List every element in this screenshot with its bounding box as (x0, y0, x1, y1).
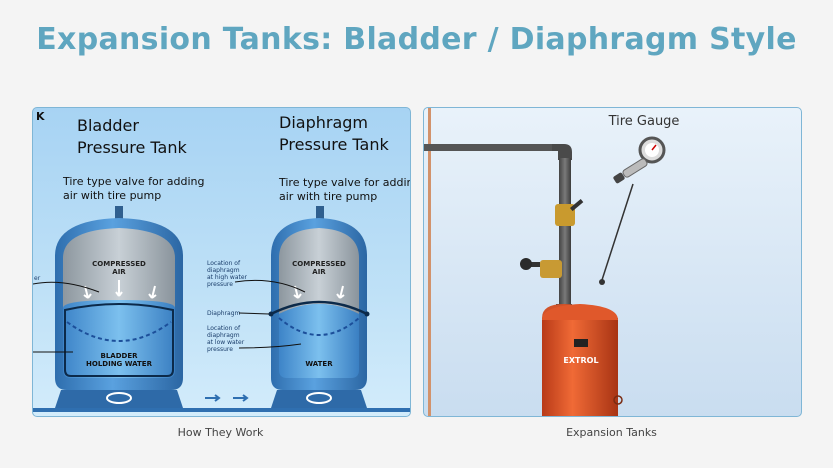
diaphragm-annotations: Location of diaphragm at high water pres… (207, 260, 306, 353)
bladder-title-line2: Pressure Tank (77, 138, 187, 157)
annotation-low-3: at low water (207, 339, 245, 346)
expansion-tank-image: EXTROL Tire Gauge (423, 107, 802, 417)
bladder-title-line1: Bladder (77, 116, 139, 135)
bladder-outline (64, 303, 174, 377)
bladder-low-line (66, 321, 172, 342)
corner-mark: K (36, 110, 45, 123)
bladder-air-label-2: AIR (112, 268, 126, 276)
annotation-low-2: diaphragm (207, 332, 240, 339)
annotation-high-2: diaphragm (207, 267, 240, 274)
expansion-tanks-caption: Expansion Tanks (566, 426, 657, 439)
diaphragm-water-label: WATER (305, 360, 333, 368)
how-they-work-image: K Bladder Pressure Tank Tire type valve … (32, 107, 411, 417)
bladder-tank-fitting (106, 392, 132, 404)
air-arrow (148, 285, 157, 299)
diaphragm-valve-text-line2: air with tire pump (279, 190, 377, 203)
how-they-work-caption: How They Work (177, 426, 264, 439)
ball-valve (555, 204, 575, 226)
annotation-high-3: at high water (207, 274, 248, 281)
tank-brand-label: EXTROL (563, 356, 598, 365)
tank-logo-badge (574, 339, 588, 347)
diaphragm-air-label-2: AIR (312, 268, 326, 276)
vertical-pipe (559, 158, 571, 304)
bladder-edge-label: er (34, 275, 41, 282)
diaphragm-water (279, 304, 359, 378)
bladder-tank: COMPRESSED AIR BLADDER HOLDING WATER er (33, 206, 410, 412)
annotation-diaphragm: Diaphragm (207, 310, 241, 317)
bladder-tank-base (55, 390, 183, 408)
bladder-air-label-1: COMPRESSED (92, 260, 146, 268)
bladder-water-label-2: HOLDING WATER (86, 360, 153, 368)
air-arrow (336, 285, 345, 299)
annotation-low-1: Location of (207, 325, 241, 332)
annotation-high-1: Location of (207, 260, 241, 267)
diaphragm-tank: COMPRESSED AIR WATER (205, 206, 370, 408)
bladder-water (63, 300, 175, 378)
diaphragm-title-line1: Diaphragm (279, 113, 368, 132)
expansion-tank-photo: EXTROL Tire Gauge (424, 108, 680, 416)
diaphragm-tank-fitting (306, 392, 332, 404)
drain-valve (540, 260, 562, 278)
expansion-tank (542, 318, 618, 416)
tire-gauge-label: Tire Gauge (608, 114, 680, 129)
bladder-valve-text-line2: air with tire pump (63, 189, 161, 202)
pipe-elbow (552, 144, 572, 160)
drain-handle (524, 262, 540, 267)
bladder-water-label-1: BLADDER (100, 352, 138, 360)
pointer-line (601, 183, 634, 281)
wall-trim (428, 108, 431, 416)
diaphragm-line (270, 300, 368, 316)
diaphragm-low-line (278, 317, 360, 336)
floor-pipe (33, 408, 410, 412)
bladder-air-chamber (63, 228, 175, 308)
bladder-valve-stem (115, 206, 123, 220)
diaphragm-valve-text-line1: Tire type valve for addin (278, 176, 410, 189)
horizontal-pipe (424, 144, 564, 151)
tank-diagram: K Bladder Pressure Tank Tire type valve … (33, 110, 410, 412)
air-arrow (115, 280, 123, 297)
annotation-low-4: pressure (207, 346, 233, 353)
valve-handle (570, 199, 584, 212)
diaphragm-valve-stem (316, 206, 324, 220)
diaphragm-air-label-1: COMPRESSED (292, 260, 346, 268)
diaphragm-air-chamber (279, 228, 359, 314)
bladder-valve-text-line1: Tire type valve for adding (62, 175, 204, 188)
diaphragm-title-line2: Pressure Tank (279, 135, 389, 154)
air-arrow (83, 285, 92, 299)
diaphragm-tank-base (271, 390, 367, 408)
slide-title: Expansion Tanks: Bladder / Diaphragm Sty… (36, 22, 797, 57)
annotation-high-4: pressure (207, 281, 233, 288)
tire-gauge-icon (613, 136, 666, 184)
